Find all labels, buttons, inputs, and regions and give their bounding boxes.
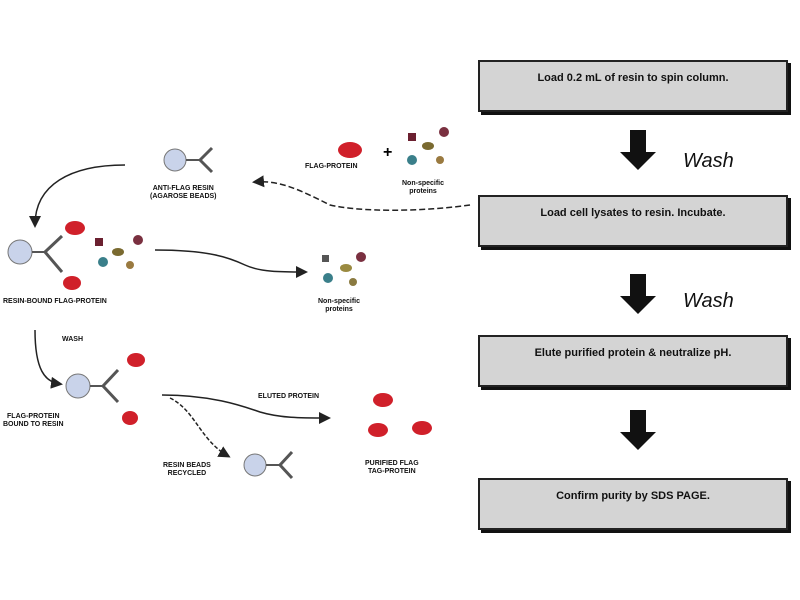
elution-arrow (161, 394, 331, 424)
label-line: ANTI-FLAG RESIN (152, 185, 214, 192)
nonspecific-proteins-icon (407, 127, 449, 165)
step-box-3: Elute purified protein & neutralize pH. (478, 335, 788, 387)
wash-small-label: WASH (62, 336, 83, 343)
flag-protein-icon (338, 142, 362, 158)
plus-icon: + (383, 144, 392, 161)
recycled-bead-icon (243, 450, 294, 480)
washed-complex-icon (65, 353, 145, 425)
step-box-1: Load 0.2 mL of resin to spin column. (478, 60, 788, 112)
wash-label: Wash (683, 290, 734, 312)
nonspecific-proteins-icon (322, 252, 366, 286)
label-line: proteins (325, 306, 353, 313)
flowthrough-arrow (154, 249, 308, 278)
label-line: RESIN BEADS (163, 462, 211, 469)
wash-label: Wash (683, 150, 734, 172)
step-text: Load cell lysates to resin. Incubate. (540, 207, 726, 219)
purified-protein-icon (368, 393, 432, 437)
label-line: (AGAROSE BEADS) (150, 193, 217, 200)
step-text: Elute purified protein & neutralize pH. (534, 347, 732, 359)
wash-arrow (34, 329, 63, 389)
anti-resin-label: ANTI-FLAG RESIN(AGAROSE BEADS) (150, 185, 217, 201)
label-line: proteins (409, 188, 437, 195)
down-arrow-icon (620, 410, 656, 450)
elution-label: ELUTED PROTEIN (258, 393, 320, 400)
mix-arrow (252, 175, 471, 211)
label-line: TAG-PROTEIN (367, 468, 416, 475)
label-line: PURIFIED FLAG (365, 460, 419, 467)
step-text: Load 0.2 mL of resin to spin column. (537, 72, 729, 84)
resin-bead-icon (163, 146, 214, 174)
label-line: BOUND TO RESIN (3, 421, 64, 428)
recycle-arrow (169, 397, 231, 458)
step-box-4: Confirm purity by SDS PAGE. (478, 478, 788, 530)
load-arrow (29, 164, 126, 228)
nonspecific-proteins-icon (95, 235, 143, 269)
down-arrow-icon (620, 130, 656, 170)
label-line: RECYCLED (167, 470, 207, 477)
step-text: Confirm purity by SDS PAGE. (556, 490, 710, 502)
flag-protein-label: FLAG-PROTEIN (305, 163, 358, 170)
label-line: Non-specific (402, 180, 445, 187)
label-line: FLAG-PROTEIN (7, 413, 60, 420)
step-box-2: Load cell lysates to resin. Incubate. (478, 195, 788, 247)
bound-complex-icon (7, 221, 85, 290)
down-arrow-icon (620, 274, 656, 314)
label-line: Non-specific (318, 298, 361, 305)
bound-label: RESIN-BOUND FLAG-PROTEIN (3, 298, 107, 305)
